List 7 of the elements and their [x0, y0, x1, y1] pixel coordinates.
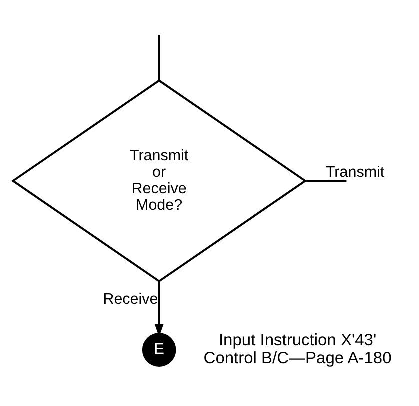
edge-label: Receive [103, 290, 158, 308]
node-diamond: Transmit or Receive Mode? [11, 79, 308, 282]
node-label: Input Instruction X'43' Control B/C—Page A-180 [204, 330, 392, 367]
connector [158, 34, 160, 80]
node-circle: E [142, 332, 176, 366]
connector [305, 180, 347, 182]
edge-label: Transmit [326, 163, 385, 180]
